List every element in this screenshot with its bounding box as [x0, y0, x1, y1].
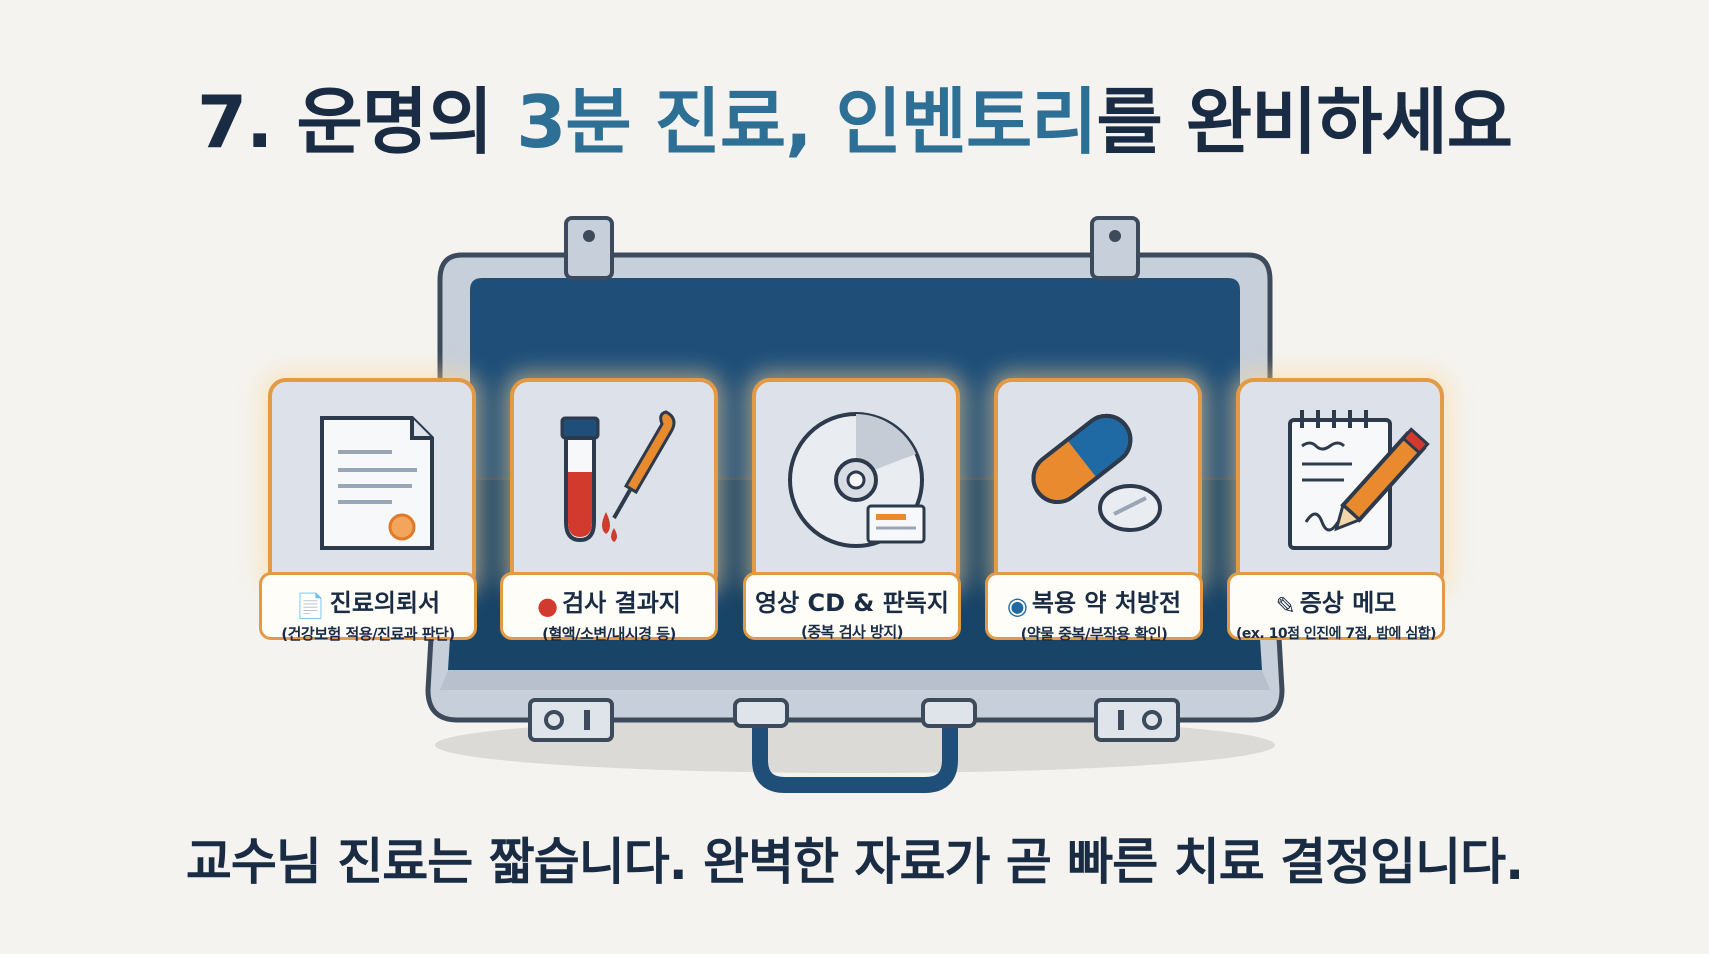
page-title: 7. 운명의 3분 진료, 인벤토리를 완비하세요	[0, 72, 1709, 172]
pill-icon	[1031, 413, 1162, 532]
memo-small-icon: ✎	[1275, 592, 1296, 620]
item-label-prescription: ◉복용 약 처방전 (약물 중복/부작용 확인)	[985, 572, 1203, 643]
item-card-symptom-memo	[1236, 378, 1444, 591]
document-icon	[320, 416, 434, 550]
pill-small-icon: ◉	[1006, 592, 1028, 620]
item-card-test-results	[510, 378, 718, 591]
bottom-caption: 교수님 진료는 짧습니다. 완벽한 자료가 곧 빠른 치료 결정입니다.	[185, 833, 1524, 891]
cd-icon	[788, 412, 926, 548]
item-card-prescription	[994, 378, 1202, 591]
item-label-test-results: ●검사 결과지 (혈액/소변/내시경 등)	[500, 572, 718, 643]
blood-test-icon	[560, 410, 676, 543]
memo-pencil-icon	[1288, 410, 1430, 550]
item-card-referral	[268, 378, 476, 591]
item-label-symptom-memo: ✎증상 메모 (ex. 10점 인진에 7점, 밤에 심함)	[1227, 572, 1445, 642]
item-label-referral: 📄진료의뢰서 (건강보험 적용/진료과 판단)	[259, 572, 477, 643]
blood-drop-icon: ●	[537, 592, 559, 620]
item-label-imaging-cd: 영상 CD & 판독지 (중복 검사 방지)	[743, 572, 961, 641]
title-prefix: 7. 운명의	[196, 80, 517, 164]
item-card-imaging-cd	[752, 378, 960, 591]
document-small-icon: 📄	[295, 592, 326, 620]
title-accent: 3분 진료, 인벤토리	[516, 80, 1097, 164]
title-suffix: 를 완비하세요	[1096, 80, 1514, 164]
